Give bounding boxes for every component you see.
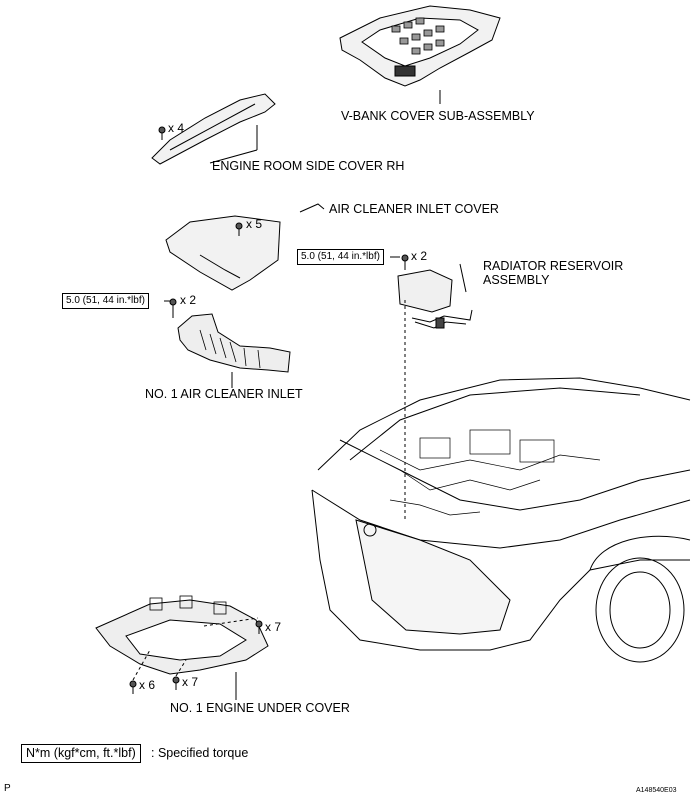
radiator-reservoir-label-line1: RADIATOR RESERVOIR (483, 259, 624, 273)
under-cover-drawing (95, 595, 269, 700)
figure-id: A148540E03 (636, 787, 677, 794)
reservoir-bolt-qty: x 2 (411, 249, 428, 263)
reservoir-torque-spec: 5.0 (51, 44 in.*lbf) (297, 249, 384, 265)
air-cleaner-inlet-drawing (169, 298, 291, 388)
engine-room-side-cover-label: ENGINE ROOM SIDE COVER RH (212, 159, 405, 173)
radiator-reservoir-label-line2: ASSEMBLY (483, 273, 550, 287)
under-cover-bolt-qty-right: x 7 (265, 620, 282, 634)
side-cover-drawing (151, 93, 276, 165)
under-cover-bolt-qty-mid: x 7 (182, 675, 199, 689)
page-marker: P (4, 783, 11, 794)
radiator-reservoir-drawing (397, 254, 473, 520)
vehicle-drawing (311, 377, 691, 663)
v-bank-cover-drawing (339, 5, 501, 104)
v-bank-cover-label: V-BANK COVER SUB-ASSEMBLY (341, 109, 535, 123)
air-inlet-torque-spec: 5.0 (51, 44 in.*lbf) (62, 293, 149, 309)
torque-legend-description: : Specified torque (151, 746, 249, 760)
torque-unit-legend-box: N*m (kgf*cm, ft.*lbf) (21, 744, 141, 763)
under-cover-bolt-qty-left: x 6 (139, 678, 156, 692)
side-cover-bolt-qty: x 4 (168, 121, 185, 135)
inlet-cover-bolt-qty: x 5 (246, 217, 263, 231)
air-cleaner-inlet-cover-label: AIR CLEANER INLET COVER (329, 202, 499, 216)
air-inlet-bolt-qty: x 2 (180, 293, 197, 307)
air-cleaner-inlet-label: NO. 1 AIR CLEANER INLET (145, 387, 303, 401)
air-cleaner-inlet-cover-drawing (165, 203, 325, 291)
engine-under-cover-label: NO. 1 ENGINE UNDER COVER (170, 701, 350, 715)
